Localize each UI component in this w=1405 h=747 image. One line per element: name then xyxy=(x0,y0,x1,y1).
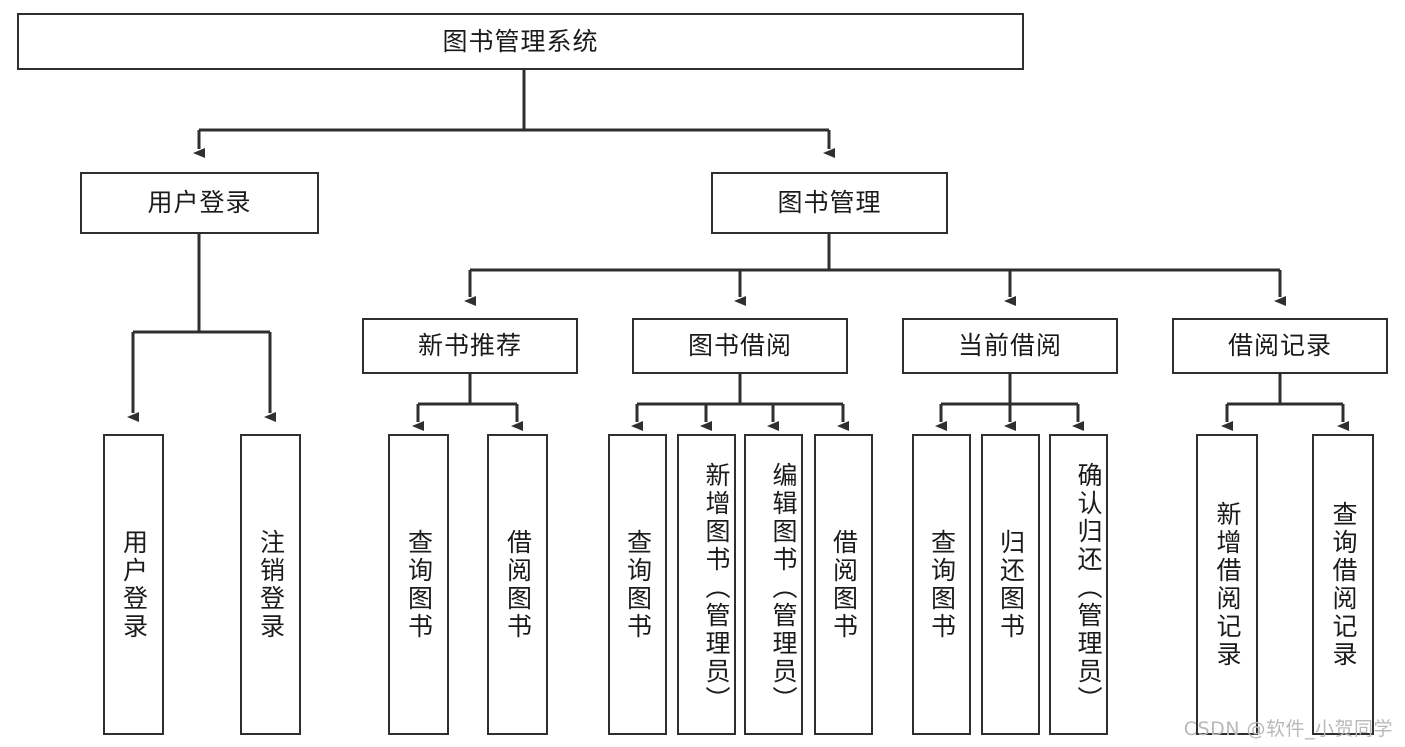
leaf-query-book-2-label: 查询图书 xyxy=(623,528,653,641)
node-root[interactable]: 图书管理系统 xyxy=(17,13,1024,70)
node-borrow-record-label: 借阅记录 xyxy=(1227,331,1332,361)
node-book-manage[interactable]: 图书管理 xyxy=(711,172,948,234)
node-user-login[interactable]: 用户登录 xyxy=(80,172,319,234)
leaf-confirm-return[interactable]: 确认归还（管理员） xyxy=(1049,434,1108,735)
leaf-user-login-label: 用户登录 xyxy=(119,528,149,641)
node-book-borrow[interactable]: 图书借阅 xyxy=(632,318,848,374)
leaf-query-book-3[interactable]: 查询图书 xyxy=(912,434,971,735)
node-current-borrow-label: 当前借阅 xyxy=(957,331,1062,361)
watermark: CSDN @软件_小贺同学 xyxy=(1183,718,1393,740)
node-borrow-record[interactable]: 借阅记录 xyxy=(1172,318,1388,374)
node-new-book-recommend-label: 新书推荐 xyxy=(417,331,522,361)
leaf-borrow-book-2[interactable]: 借阅图书 xyxy=(814,434,873,735)
leaf-borrow-book-1-label: 借阅图书 xyxy=(503,528,533,641)
leaf-edit-book-label: 编辑图书（管理员） xyxy=(769,461,798,714)
leaf-add-record-label: 新增借阅记录 xyxy=(1213,500,1242,669)
leaf-query-book-3-label: 查询图书 xyxy=(927,528,957,641)
leaf-confirm-return-label: 确认归还（管理员） xyxy=(1074,461,1103,714)
node-user-login-label: 用户登录 xyxy=(147,188,252,218)
leaf-return-book-label: 归还图书 xyxy=(996,528,1026,641)
leaf-query-record[interactable]: 查询借阅记录 xyxy=(1312,434,1374,735)
leaf-borrow-book-1[interactable]: 借阅图书 xyxy=(487,434,548,735)
node-new-book-recommend[interactable]: 新书推荐 xyxy=(362,318,578,374)
node-book-borrow-label: 图书借阅 xyxy=(687,331,792,361)
leaf-query-book-2[interactable]: 查询图书 xyxy=(608,434,667,735)
leaf-query-record-label: 查询借阅记录 xyxy=(1329,500,1358,669)
leaf-add-book-label: 新增图书（管理员） xyxy=(702,461,731,714)
node-book-manage-label: 图书管理 xyxy=(777,188,882,218)
node-current-borrow[interactable]: 当前借阅 xyxy=(902,318,1118,374)
leaf-add-book[interactable]: 新增图书（管理员） xyxy=(677,434,736,735)
leaf-query-book-1-label: 查询图书 xyxy=(404,528,434,641)
leaf-user-login[interactable]: 用户登录 xyxy=(103,434,164,735)
leaf-return-book[interactable]: 归还图书 xyxy=(981,434,1040,735)
leaf-query-book-1[interactable]: 查询图书 xyxy=(388,434,449,735)
leaf-borrow-book-2-label: 借阅图书 xyxy=(829,528,859,641)
leaf-user-logout[interactable]: 注销登录 xyxy=(240,434,301,735)
leaf-user-logout-label: 注销登录 xyxy=(256,528,286,641)
leaf-add-record[interactable]: 新增借阅记录 xyxy=(1196,434,1258,735)
leaf-edit-book[interactable]: 编辑图书（管理员） xyxy=(744,434,803,735)
node-root-label: 图书管理系统 xyxy=(442,26,599,56)
